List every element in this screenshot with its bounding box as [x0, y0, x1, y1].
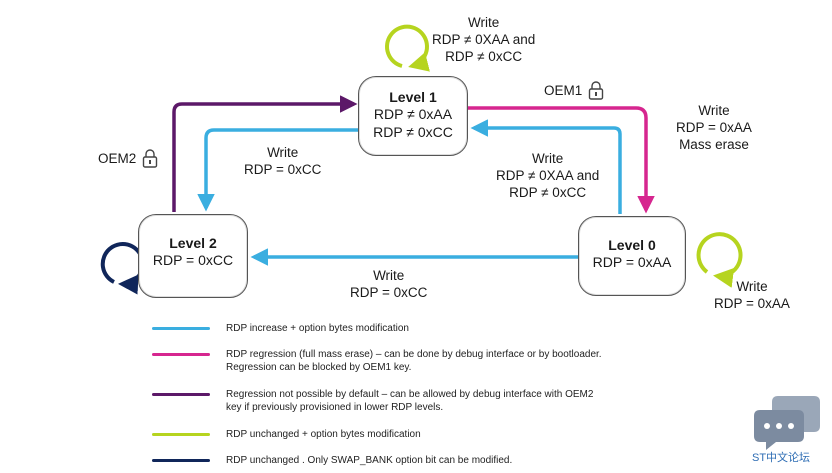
- label-level0-self: Write RDP = 0xAA: [714, 278, 790, 312]
- oem1-lock-label: OEM1: [544, 80, 604, 100]
- label-text: RDP = 0xCC: [244, 162, 322, 177]
- legend-swatch-navy: [152, 459, 210, 462]
- legend-swatch-magenta: [152, 353, 210, 356]
- oem1-label: OEM1: [544, 82, 583, 98]
- label-level1-self: Write RDP ≠ 0XAA and RDP ≠ 0xCC: [432, 14, 535, 65]
- label-level0-to-level1: Write RDP ≠ 0XAA and RDP ≠ 0xCC: [496, 150, 599, 201]
- state-level-1: Level 1 RDP ≠ 0xAA RDP ≠ 0xCC: [358, 76, 468, 156]
- state-level-1-condition-1: RDP ≠ 0xAA: [373, 106, 453, 122]
- state-level-2-title: Level 2: [169, 235, 217, 251]
- label-text: Write: [736, 279, 768, 294]
- padlock-icon: [143, 149, 158, 168]
- legend-item-2: RDP regression (full mass erase) – can b…: [226, 349, 602, 373]
- legend-swatch-purple: [152, 393, 210, 396]
- state-level-1-condition-2: RDP ≠ 0xCC: [373, 124, 453, 140]
- arrow-level1-to-level2: [197, 128, 358, 212]
- legend-item-1: RDP increase + option bytes modification: [226, 323, 409, 334]
- label-text: RDP = 0xAA: [676, 120, 752, 135]
- state-level-0-condition: RDP = 0xAA: [592, 254, 672, 270]
- label-text: RDP ≠ 0XAA and: [432, 32, 536, 47]
- label-text: RDP = 0xAA: [714, 296, 790, 311]
- oem2-label: OEM2: [98, 150, 137, 166]
- watermark-text: ST中文论坛: [752, 452, 811, 464]
- arrow-level2-self: [100, 242, 145, 295]
- label-text: Mass erase: [679, 137, 749, 152]
- label-level1-to-level0: Write RDP = 0xAA Mass erase: [676, 102, 752, 153]
- state-level-2-condition: RDP = 0xCC: [152, 252, 234, 268]
- label-text: Write: [267, 145, 299, 160]
- arrow-level0-self: [696, 232, 743, 288]
- arrow-level0-to-level1: [470, 119, 622, 214]
- state-level-0: Level 0 RDP = 0xAA: [578, 216, 686, 296]
- chat-bubbles-logo-icon: [754, 396, 820, 450]
- oem2-lock-label: OEM2: [98, 148, 158, 168]
- label-text: RDP ≠ 0xCC: [445, 49, 523, 64]
- legend-item-4: RDP unchanged + option bytes modificatio…: [226, 429, 421, 440]
- label-text: RDP ≠ 0xCC: [509, 185, 587, 200]
- label-level0-to-level2: Write RDP = 0xCC: [350, 267, 427, 301]
- label-text: Write: [698, 103, 730, 118]
- legend-swatch-blue: [152, 327, 210, 330]
- state-level-0-title: Level 0: [608, 237, 656, 253]
- arrow-level1-to-level0: [468, 106, 655, 214]
- state-level-2: Level 2 RDP = 0xCC: [138, 214, 248, 298]
- arrow-level2-to-level1: [172, 95, 358, 212]
- label-text: Write: [373, 268, 405, 283]
- label-level1-to-level2: Write RDP = 0xCC: [244, 144, 321, 178]
- state-level-1-title: Level 1: [389, 89, 437, 105]
- padlock-icon: [589, 81, 604, 100]
- legend-item-5: RDP unchanged . Only SWAP_BANK option bi…: [226, 455, 513, 466]
- legend-swatch-lime: [152, 433, 210, 436]
- legend-item-3: Regression not possible by default – can…: [226, 389, 594, 413]
- label-text: RDP = 0xCC: [350, 285, 428, 300]
- label-text: Write: [467, 15, 500, 30]
- label-text: Write: [531, 151, 564, 166]
- arrow-level1-self: [385, 24, 431, 72]
- label-text: RDP ≠ 0XAA and: [496, 168, 600, 183]
